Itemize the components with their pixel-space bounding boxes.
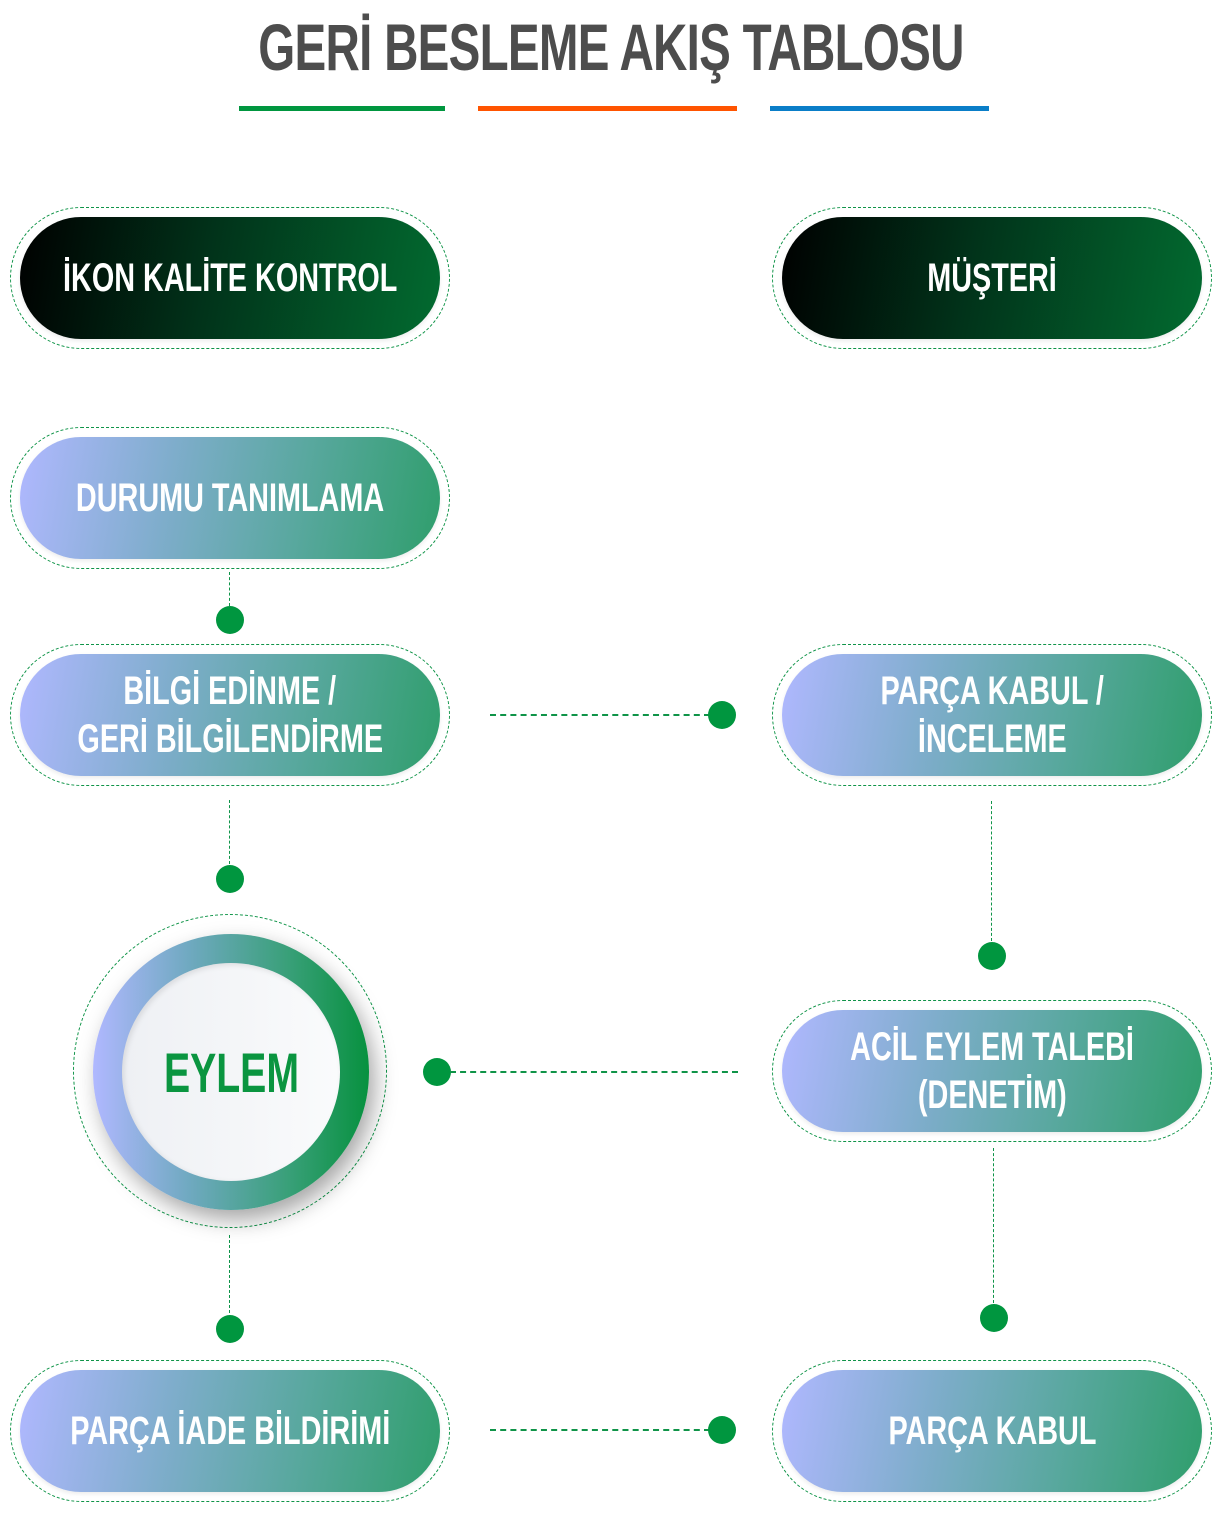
node-parca-kabul-outline [772,1360,1212,1502]
node-acil-eylem-outline [772,1000,1212,1142]
left-header-outline [10,207,450,349]
node-bilgi-edinme: BİLGİ EDİNME / GERİ BİLGİLENDİRME [20,654,440,776]
connector-line [229,572,230,606]
connector-line [490,1429,710,1431]
connector-dot [423,1058,451,1086]
node-durumu-tanimlama-outline [10,427,450,569]
connector-dot [978,942,1006,970]
node-parca-iade-label: PARÇA İADE BİLDİRİMİ [70,1409,390,1453]
connector-line [993,1148,994,1303]
node-bilgi-edinme-line2: GERİ BİLGİLENDİRME [77,717,383,761]
node-eylem-label: EYLEM [163,1040,299,1104]
connector-dot [708,701,736,729]
node-parca-kabul-inceleme-outline [772,644,1212,786]
connector-dot [216,865,244,893]
right-header-outline [772,207,1212,349]
node-bilgi-edinme-outline [10,644,450,786]
connector-dot [216,606,244,634]
accent-bar-green [239,106,445,111]
node-acil-eylem-talebi: ACİL EYLEM TALEBİ (DENETİM) [782,1010,1202,1132]
node-durumu-tanimlama-label: DURUMU TANIMLAMA [75,476,385,520]
connector-line [490,714,710,716]
node-parca-kabul-label: PARÇA KABUL [888,1409,1096,1453]
node-acil-eylem-line2: (DENETİM) [917,1073,1067,1117]
accent-bar-blue [770,106,989,111]
node-parca-kabul-inceleme: PARÇA KABUL / İNCELEME [782,654,1202,776]
node-parca-kabul: PARÇA KABUL [782,1370,1202,1492]
node-durumu-tanimlama: DURUMU TANIMLAMA [20,437,440,559]
right-column-header: MÜŞTERİ [782,217,1202,339]
accent-bar-orange [478,106,737,111]
page-title: GERİ BESLEME AKIŞ TABLOSU [258,10,964,84]
left-column-header: İKON KALİTE KONTROL [20,217,440,339]
connector-dot [708,1416,736,1444]
node-acil-eylem-line1: ACİL EYLEM TALEBİ [850,1025,1134,1069]
connector-line [450,1071,738,1073]
node-bilgi-edinme-line1: BİLGİ EDİNME / [123,669,337,713]
eylem-outline [73,914,387,1228]
connector-line [991,801,992,941]
node-eylem: EYLEM [122,963,340,1181]
right-column-header-label: MÜŞTERİ [927,256,1057,300]
node-parca-iade-outline [10,1360,450,1502]
node-parca-kabul-inceleme-line2: İNCELEME [917,717,1067,761]
connector-dot [980,1304,1008,1332]
left-column-header-label: İKON KALİTE KONTROL [62,256,398,300]
node-parca-kabul-inceleme-line1: PARÇA KABUL / [880,669,1104,713]
node-parca-iade-bildirimi: PARÇA İADE BİLDİRİMİ [20,1370,440,1492]
connector-line [229,1235,230,1313]
connector-line [229,800,230,864]
connector-dot [216,1315,244,1343]
